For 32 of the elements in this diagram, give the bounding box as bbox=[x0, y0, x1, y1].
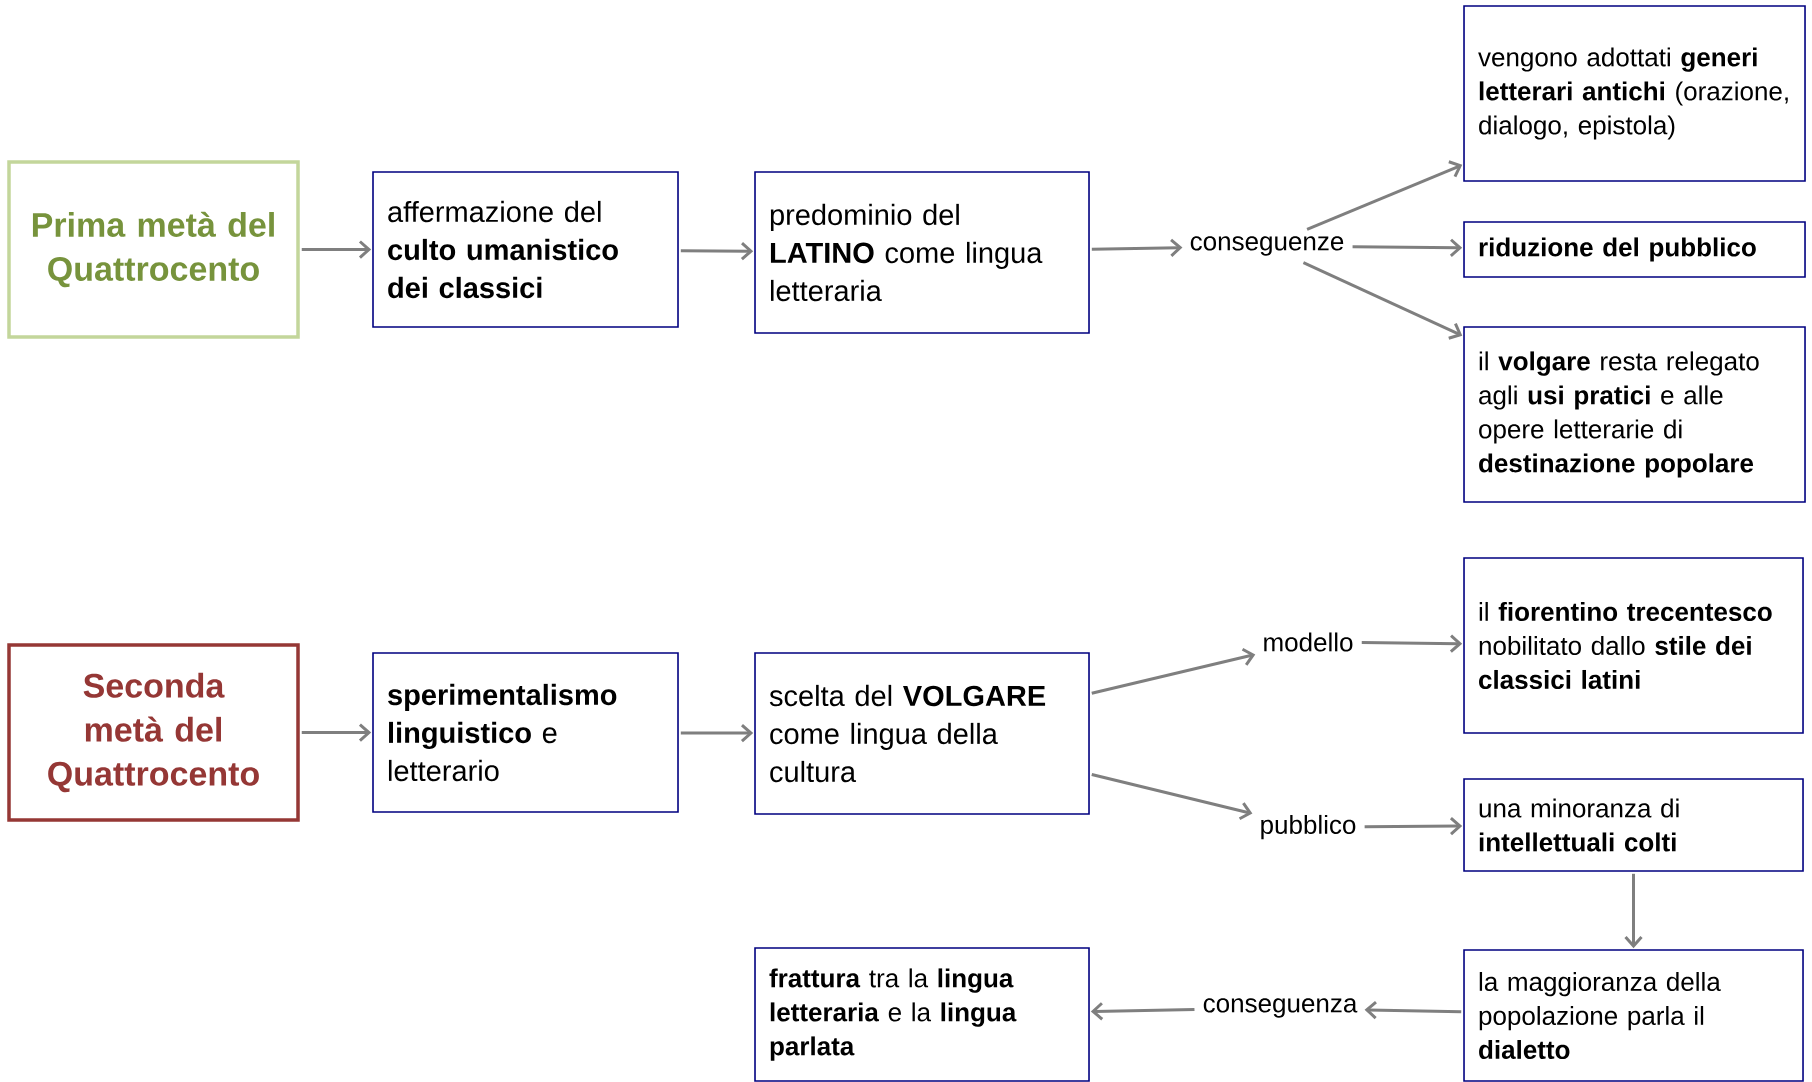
arrow bbox=[1302, 261, 1463, 340]
arrow bbox=[680, 723, 754, 743]
title-box: Prima metà del Quattrocento bbox=[7, 160, 300, 339]
text-box: frattura tra la lingua letteraria e la lingua parlata bbox=[754, 947, 1090, 1082]
arrow bbox=[1091, 647, 1256, 695]
title-box: Seconda metà del Quattrocento bbox=[7, 643, 300, 822]
text-box: scelta del VOLGARE come lingua della cultura bbox=[754, 652, 1090, 815]
arrow bbox=[1091, 238, 1183, 257]
arrow bbox=[1624, 873, 1643, 949]
connector-label: pubblico bbox=[1261, 814, 1356, 840]
connector-label: modello bbox=[1264, 632, 1353, 652]
text-box: affermazione del culto umanistico dei classici bbox=[372, 171, 679, 328]
text-box: il volgare resta relegato agli usi pratici e alle opere letterarie di destinazione popolare bbox=[1463, 326, 1806, 503]
arrow bbox=[301, 723, 372, 742]
connector-label: conseguenze bbox=[1190, 236, 1344, 256]
arrow bbox=[1361, 634, 1463, 653]
text-box: sperimentalismo linguistico e letterario bbox=[372, 652, 679, 813]
text-box: la maggioranza della popolazione parla il dialetto bbox=[1463, 949, 1804, 1082]
text-box: vengono adottati generi letterari antichi (orazione, dialogo, epistola) bbox=[1463, 5, 1806, 182]
arrow bbox=[1352, 238, 1463, 257]
arrow bbox=[680, 242, 754, 261]
arrow bbox=[301, 240, 372, 259]
text-box: una minoranza di intellettuali colti bbox=[1463, 778, 1804, 872]
arrow bbox=[1091, 773, 1253, 821]
text-box: predominio del LATINO come lingua letteraria bbox=[754, 171, 1090, 334]
text-box: riduzione del pubblico bbox=[1463, 221, 1806, 278]
arrow bbox=[1306, 160, 1463, 231]
connector-label: conseguenza bbox=[1203, 998, 1358, 1018]
text-box: il fiorentino trecentesco nobilitato dallo stile dei classici latini bbox=[1463, 557, 1804, 734]
arrow bbox=[1090, 1002, 1195, 1021]
arrow bbox=[1364, 817, 1463, 836]
arrow bbox=[1364, 1000, 1462, 1020]
